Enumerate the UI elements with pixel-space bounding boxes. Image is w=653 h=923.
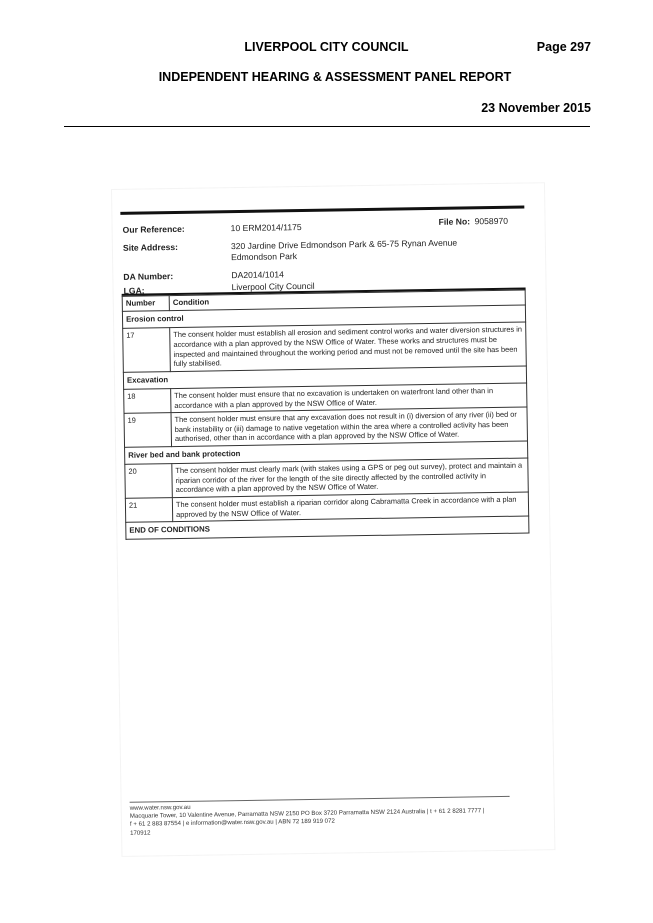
letter-top-bar <box>120 205 525 215</box>
file-no-label: File No: <box>438 216 471 227</box>
site-address-line1: 320 Jardine Drive Edmondson Park & 65-75… <box>230 237 458 252</box>
condition-number: 21 <box>125 497 173 523</box>
condition-text: The consent holder must establish all er… <box>169 322 527 372</box>
our-reference-label: Our Reference: <box>122 223 185 235</box>
da-number-label: DA Number: <box>123 271 174 282</box>
site-address-line2: Edmondson Park <box>230 251 298 263</box>
page-number: Page 297 <box>536 40 591 54</box>
da-number-value: DA2014/1014 <box>231 269 284 281</box>
table-row: 17 The consent holder must establish all… <box>122 322 527 373</box>
condition-number: 17 <box>122 327 171 373</box>
conditions-table: Number Condition Erosion control 17 The … <box>122 290 530 541</box>
site-address-label: Site Address: <box>122 241 179 253</box>
report-title: INDEPENDENT HEARING & ASSESSMENT PANEL R… <box>158 70 512 84</box>
condition-text: The consent holder must clearly mark (wi… <box>171 458 529 498</box>
report-date: 23 November 2015 <box>481 101 591 115</box>
scanned-letter: Our Reference: 10 ERM2014/1175 File No: … <box>112 183 555 856</box>
condition-text: The consent holder must ensure that any … <box>171 407 528 447</box>
footer-rule <box>129 795 510 803</box>
condition-number: 19 <box>124 412 172 448</box>
council-name: LIVERPOOL CITY COUNCIL <box>244 40 409 54</box>
file-no-value: 9058970 <box>474 215 509 227</box>
our-reference-value: 10 ERM2014/1175 <box>230 222 302 234</box>
condition-number: 20 <box>124 463 173 499</box>
condition-number: 18 <box>123 388 172 414</box>
header-rule <box>64 126 590 127</box>
col-number-header: Number <box>122 295 170 312</box>
footer-website-link[interactable]: www.water.nsw.gov.au <box>129 803 191 812</box>
footer-code: 170912 <box>130 829 151 837</box>
